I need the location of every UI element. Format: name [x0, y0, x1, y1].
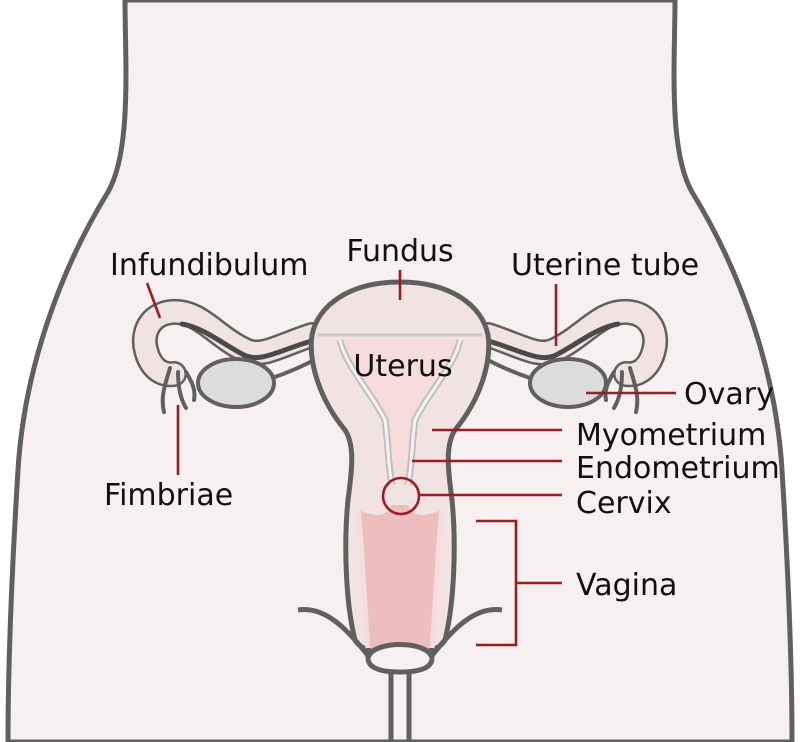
vagina-canal [358, 505, 442, 648]
leader-infundibulum [145, 282, 162, 319]
thigh-gap [388, 670, 412, 742]
right-ovary [528, 357, 608, 409]
label-uterine-tube: Uterine tube [511, 248, 699, 283]
label-ovary: Ovary [684, 377, 774, 412]
label-fimbriae: Fimbriae [104, 478, 233, 513]
vaginal-opening [365, 642, 435, 675]
label-endometrium: Endometrium [576, 451, 780, 486]
label-fundus: Fundus [346, 234, 453, 269]
label-cervix: Cervix [576, 486, 672, 521]
cervix-marker [381, 476, 421, 516]
right-tube-lumen [482, 321, 621, 361]
pelvic-floor-right [428, 607, 503, 660]
pelvic-floor-left [297, 607, 372, 660]
uterine-cavity [340, 340, 460, 485]
label-myometrium: Myometrium [576, 418, 766, 453]
label-vagina: Vagina [576, 568, 677, 603]
label-infundibulum: Infundibulum [110, 248, 308, 283]
label-uterus: Uterus [353, 349, 452, 384]
left-fimbriae [160, 366, 197, 414]
vagina-bracket [476, 519, 562, 647]
left-tube-lumen [179, 321, 318, 361]
left-ovary [196, 357, 276, 409]
